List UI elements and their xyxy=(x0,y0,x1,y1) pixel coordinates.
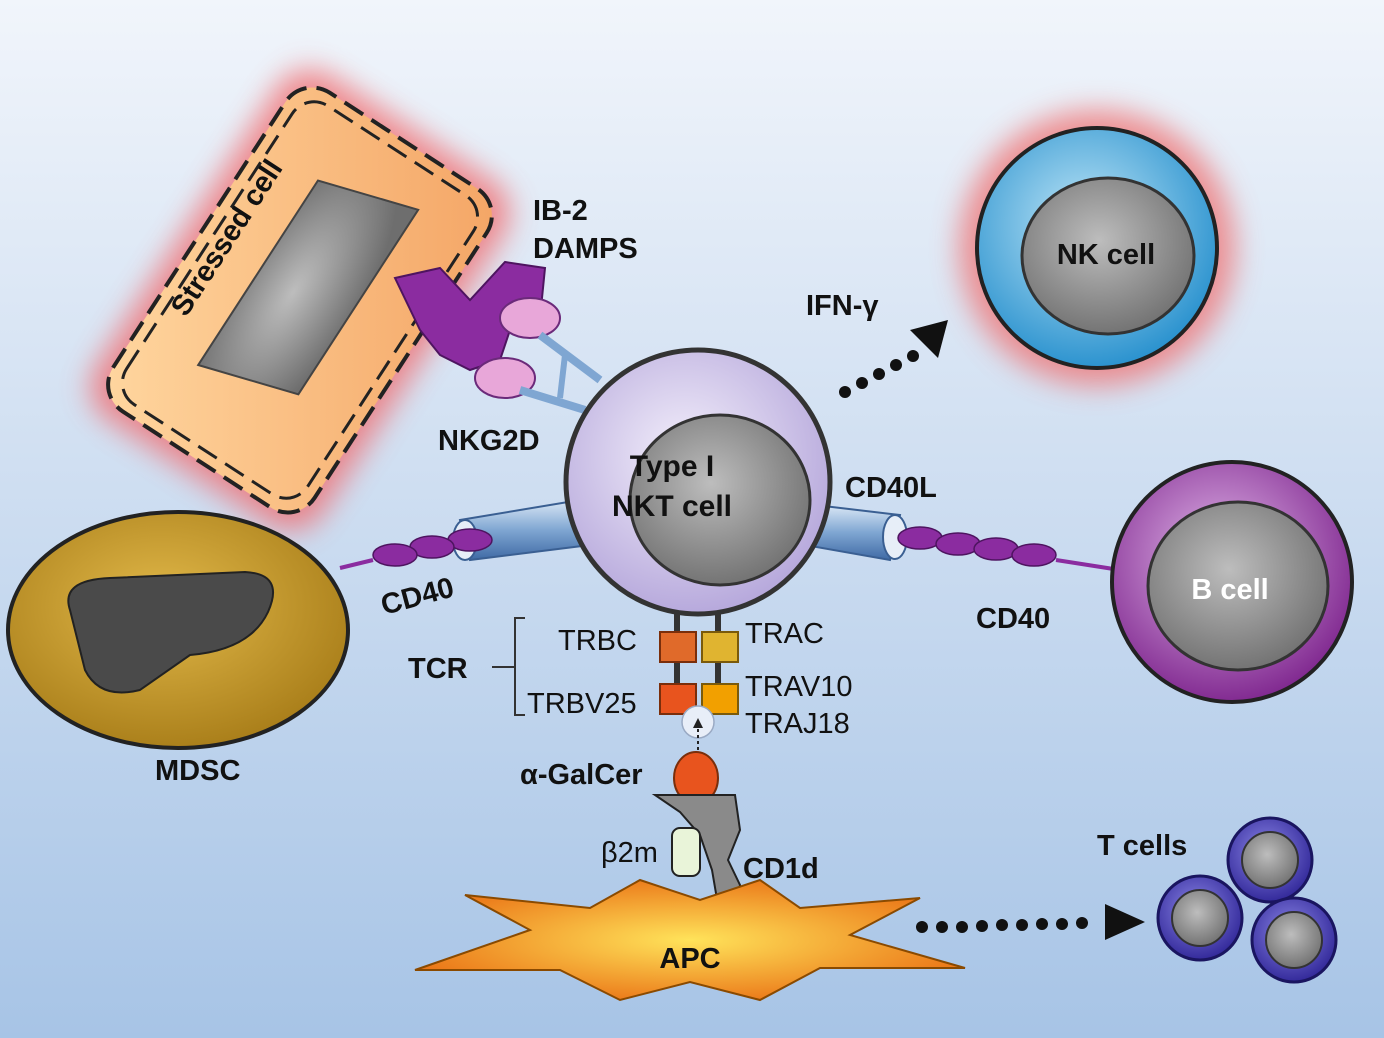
nk-cell xyxy=(959,110,1235,386)
nkg2d-domain-2 xyxy=(474,357,536,399)
trbc-label: TRBC xyxy=(558,625,637,657)
b-cell xyxy=(1110,460,1354,704)
trbv25-label: TRBV25 xyxy=(527,688,637,720)
trbc-domain xyxy=(659,631,697,663)
traj18-label: TRAJ18 xyxy=(745,708,850,740)
nkg2d-label: NKG2D xyxy=(438,425,540,457)
nkt-nucleus xyxy=(628,413,812,587)
b-cell-label: B cell xyxy=(1191,574,1268,606)
nk-nucleus xyxy=(1020,176,1196,336)
nk-cell-label: NK cell xyxy=(1057,239,1155,271)
nkg2d-domain-1 xyxy=(499,297,561,339)
tcr-label: TCR xyxy=(408,653,468,685)
trac-domain xyxy=(701,631,739,663)
cd40l-label: CD40L xyxy=(845,472,937,504)
nkt-label-line1: Type I xyxy=(630,450,714,483)
cd40l-left xyxy=(339,498,592,570)
mdsc-label: MDSC xyxy=(155,755,240,787)
t-cell-arrow xyxy=(916,904,1145,940)
b2m-shape xyxy=(671,827,701,877)
ifn-gamma-label: IFN-γ xyxy=(806,290,879,322)
cd40-right-label: CD40 xyxy=(976,603,1050,635)
damps-label: DAMPS xyxy=(533,233,638,265)
galcer-label: α-GalCer xyxy=(520,759,643,791)
cd1d-complex xyxy=(651,705,742,917)
mdsc-nucleus xyxy=(67,570,274,694)
trav10-label: TRAV10 xyxy=(745,671,852,703)
mdsc-cell xyxy=(6,510,350,750)
ib2-label: IB-2 xyxy=(533,195,588,227)
cd1d-label: CD1d xyxy=(743,853,819,885)
nkt-label-line2: NKT cell xyxy=(612,490,732,523)
nkg2d-receptor-complex xyxy=(393,260,603,414)
b-cell-nucleus xyxy=(1146,500,1330,672)
apc-label: APC xyxy=(659,943,720,975)
nkt-cell xyxy=(563,347,833,617)
ifn-gamma-arrow xyxy=(839,320,948,398)
stressed-cell xyxy=(89,69,511,531)
b2m-label: β2m xyxy=(601,837,658,869)
stressed-cell-nucleus xyxy=(196,179,420,396)
apc-cell xyxy=(414,878,966,1002)
trac-label: TRAC xyxy=(745,618,824,650)
t-cells-label: T cells xyxy=(1097,830,1187,862)
t-cells xyxy=(1156,816,1338,984)
